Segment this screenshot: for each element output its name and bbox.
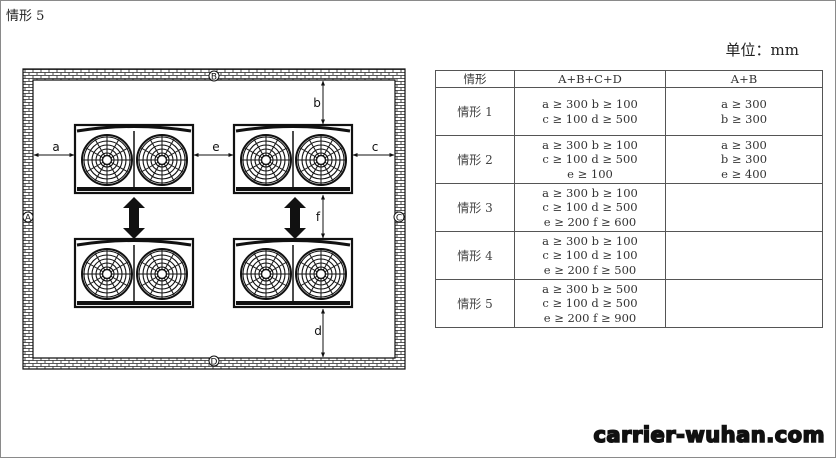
svg-text:D: D (211, 358, 218, 368)
requirement-line: b ≥ 300 (720, 111, 768, 126)
header-abcd: A+B+C+D (514, 70, 666, 88)
svg-text:f: f (316, 210, 321, 224)
requirement-line: c ≥ 100 d ≥ 500 (542, 200, 638, 215)
requirement-line: c ≥ 100 d ≥ 500 (542, 152, 638, 167)
requirement-line: e ≥ 200 f ≥ 500 (543, 262, 637, 277)
fan-icon (136, 134, 188, 186)
table-header-row: 情形 A+B+C+D A+B (435, 70, 823, 88)
requirement-line: e ≥ 100 (567, 166, 613, 181)
requirement-line: a ≥ 300 b ≥ 100 (542, 137, 638, 152)
outdoor-unit-top-left (73, 123, 195, 195)
outdoor-unit-bottom-left (73, 237, 195, 309)
requirement-line: e ≥ 200 f ≥ 900 (543, 310, 637, 325)
dimension-d: d (314, 308, 325, 358)
requirement-line: a ≥ 300 b ≥ 500 (542, 281, 638, 296)
wall-frame (22, 68, 406, 370)
case-label: 情形 2 (435, 135, 515, 184)
svg-text:d: d (314, 324, 322, 338)
header-ab: A+B (665, 70, 823, 88)
wall-label-left: A (22, 211, 34, 224)
swap-arrow-right (284, 197, 306, 239)
requirement-line: a ≥ 300 (721, 137, 767, 152)
svg-text:a: a (52, 140, 59, 154)
fan-icon (136, 248, 188, 300)
ab-requirements (665, 279, 823, 328)
requirement-line: c ≥ 100 d ≥ 100 (542, 248, 638, 263)
outdoor-unit-top-right (232, 123, 354, 195)
swap-arrow-left (123, 197, 145, 239)
ab-requirements (665, 183, 823, 232)
unit-label: 单位：mm (725, 41, 799, 59)
fan-icon (295, 134, 347, 186)
requirement-line: b ≥ 300 (720, 152, 768, 167)
dimension-f: f (316, 194, 325, 239)
case-label: 情形 4 (435, 231, 515, 280)
requirement-line: c ≥ 100 d ≥ 500 (542, 111, 638, 126)
requirement-line: c ≥ 100 d ≥ 500 (542, 296, 638, 311)
case-label: 情形 5 (435, 279, 515, 328)
svg-text:e: e (212, 140, 219, 154)
outdoor-unit-bottom-right (232, 237, 354, 309)
requirement-line: e ≥ 200 f ≥ 600 (543, 214, 637, 229)
header-case: 情形 (435, 70, 515, 88)
svg-text:b: b (313, 96, 321, 110)
svg-text:B: B (211, 73, 217, 83)
page-title: 情形 5 (6, 9, 45, 24)
fan-icon (81, 134, 133, 186)
fan-icon (295, 248, 347, 300)
fan-icon (240, 134, 292, 186)
requirement-line: a ≥ 300 b ≥ 100 (542, 233, 638, 248)
requirement-line: e ≥ 400 (721, 166, 767, 181)
dimension-c: c (352, 140, 395, 157)
requirement-line: a ≥ 300 b ≥ 100 (542, 97, 638, 111)
layout-diagram: B D A C a e c b f d (22, 68, 406, 370)
watermark: carrier-wuhan.com (593, 422, 826, 448)
ab-requirements (665, 231, 823, 280)
requirement-line: a ≥ 300 (721, 97, 767, 111)
wall-label-top: B (208, 70, 220, 83)
svg-text:A: A (25, 214, 32, 224)
wall-label-right: C (393, 211, 405, 224)
dimension-e: e (193, 140, 234, 157)
wall-label-bottom: D (208, 355, 220, 368)
requirement-line: a ≥ 300 b ≥ 100 (542, 185, 638, 200)
svg-text:C: C (396, 214, 402, 224)
dimension-b: b (313, 80, 325, 125)
dimension-a: a (33, 140, 75, 157)
fan-icon (240, 248, 292, 300)
svg-text:c: c (372, 140, 379, 154)
case-label: 情形 1 (435, 87, 515, 136)
case-label: 情形 3 (435, 183, 515, 232)
fan-icon (81, 248, 133, 300)
